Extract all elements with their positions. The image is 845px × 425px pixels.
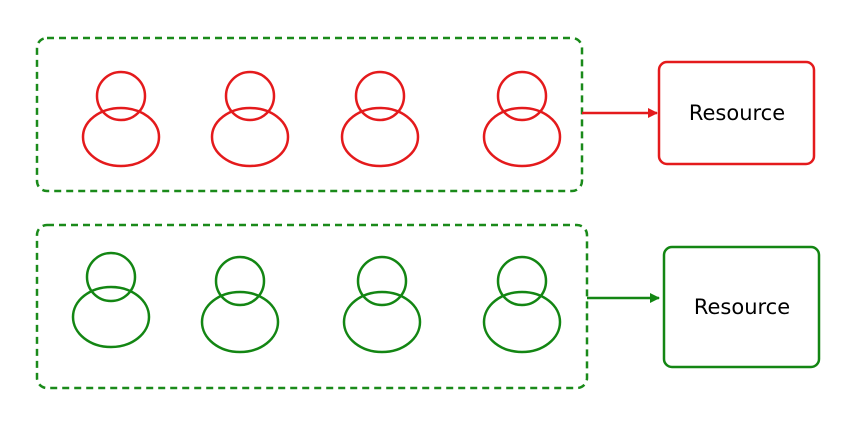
user-icon: [340, 70, 420, 168]
user-group-box-green: [35, 223, 589, 390]
user-icon: [482, 255, 562, 354]
user-icon: [210, 70, 290, 168]
user-icon: [81, 70, 161, 168]
resource-box: [657, 60, 816, 166]
row-red: Resource: [35, 36, 816, 193]
user-icon: [200, 255, 280, 354]
resource-label: Resource: [689, 101, 785, 125]
user-group-box-red: [35, 36, 584, 193]
resource-label: Resource: [694, 295, 790, 319]
user-icon: [482, 70, 562, 168]
row-green: Resource: [35, 223, 821, 390]
user-icon: [71, 251, 151, 349]
user-icon: [342, 255, 422, 354]
resource-box: [662, 245, 821, 369]
